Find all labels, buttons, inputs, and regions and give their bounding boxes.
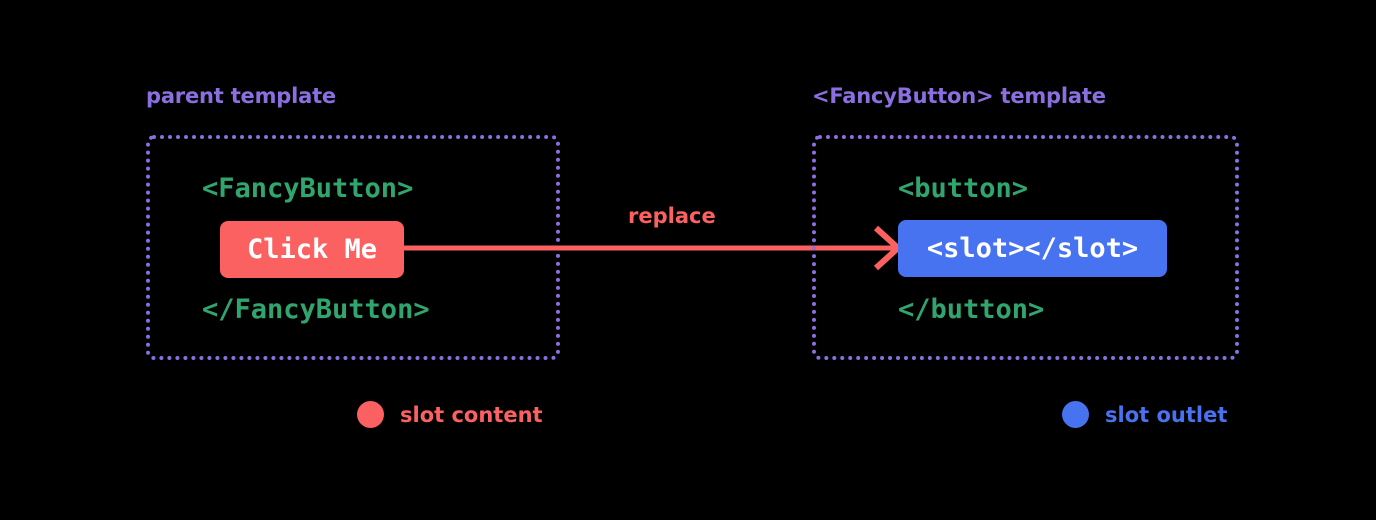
parent-close-tag: </FancyButton> bbox=[202, 294, 430, 325]
button-close-tag: </button> bbox=[898, 294, 1045, 325]
slot-content-chip[interactable]: Click Me bbox=[220, 221, 404, 278]
parent-template-caption: parent template bbox=[146, 84, 336, 108]
slot-content-swatch-icon bbox=[357, 401, 384, 428]
legend-item-slot-content: slot content bbox=[357, 401, 543, 428]
button-open-tag: <button> bbox=[898, 173, 1029, 204]
slot-outlet-swatch-icon bbox=[1062, 401, 1089, 428]
slot-outlet-chip[interactable]: <slot></slot> bbox=[898, 220, 1167, 277]
legend-item-slot-outlet: slot outlet bbox=[1062, 401, 1227, 428]
legend-label-slot-outlet: slot outlet bbox=[1105, 402, 1228, 427]
fancybutton-template-box bbox=[812, 135, 1239, 360]
replace-label: replace bbox=[628, 204, 716, 228]
legend-label-slot-content: slot content bbox=[400, 402, 543, 427]
parent-open-tag: <FancyButton> bbox=[202, 173, 414, 204]
fancybutton-template-caption: <FancyButton> template bbox=[812, 84, 1106, 108]
